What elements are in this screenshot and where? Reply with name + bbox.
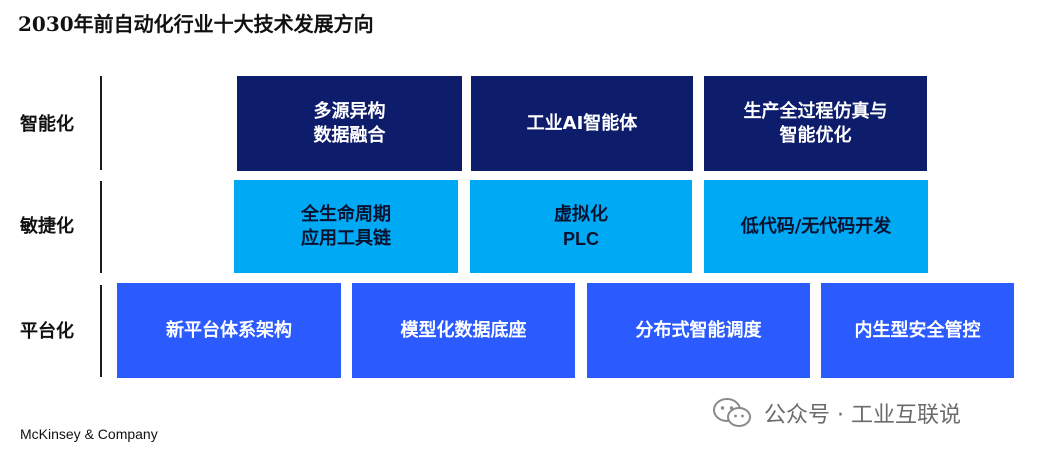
box-line: 新平台体系架构 <box>166 319 292 341</box>
box-line: 全生命周期 <box>301 203 391 225</box>
divider-intelligent <box>100 76 102 170</box>
row-label-intelligent: 智能化 <box>20 114 74 135</box>
box-line: 模型化数据底座 <box>400 319 527 341</box>
box-line: 分布式智能调度 <box>635 319 762 341</box>
wechat-icon <box>713 398 751 427</box>
box-line: 工业AI智能体 <box>526 112 638 134</box>
row-label-agile: 敏捷化 <box>20 216 74 237</box>
box-line: 虚拟化 <box>554 203 608 225</box>
box-line: PLC <box>563 228 599 249</box>
box-line: 智能优化 <box>779 124 852 146</box>
tech-box-distributed-scheduling: 分布式智能调度 <box>587 283 810 378</box>
box-line: 数据融合 <box>313 124 386 146</box>
divider-agile <box>100 181 102 273</box>
watermark-text: 公众号 · 工业互联说 <box>764 403 961 428</box>
box-line: 内生型安全管控 <box>854 319 981 341</box>
page-title: 2030年前自动化行业十大技术发展方向 <box>18 12 374 36</box>
tech-box-model-data-foundation: 模型化数据底座 <box>352 283 575 378</box>
tech-box-lifecycle-toolchain: 全生命周期 应用工具链 <box>234 180 458 273</box>
tech-box-endogenous-security: 内生型安全管控 <box>821 283 1014 378</box>
box-line: 应用工具链 <box>301 227 391 249</box>
tech-box-virtual-plc: 虚拟化 PLC <box>470 180 692 273</box>
tech-box-low-code: 低代码/无代码开发 <box>704 180 928 273</box>
tech-box-industrial-ai-agent: 工业AI智能体 <box>471 76 693 171</box>
footer-source: McKinsey & Company <box>20 426 158 442</box>
box-line: 生产全过程仿真与 <box>743 100 888 122</box>
box-line: 多源异构 <box>313 100 386 122</box>
tech-box-multisource-data-fusion: 多源异构 数据融合 <box>237 76 462 171</box>
tech-box-new-platform-architecture: 新平台体系架构 <box>117 283 341 378</box>
box-line: 低代码/无代码开发 <box>740 215 892 237</box>
watermark: 公众号 · 工业互联说 <box>712 396 961 430</box>
tech-box-simulation-optimization: 生产全过程仿真与 智能优化 <box>704 76 927 171</box>
divider-platform <box>100 285 102 377</box>
row-label-platform: 平台化 <box>20 321 74 342</box>
